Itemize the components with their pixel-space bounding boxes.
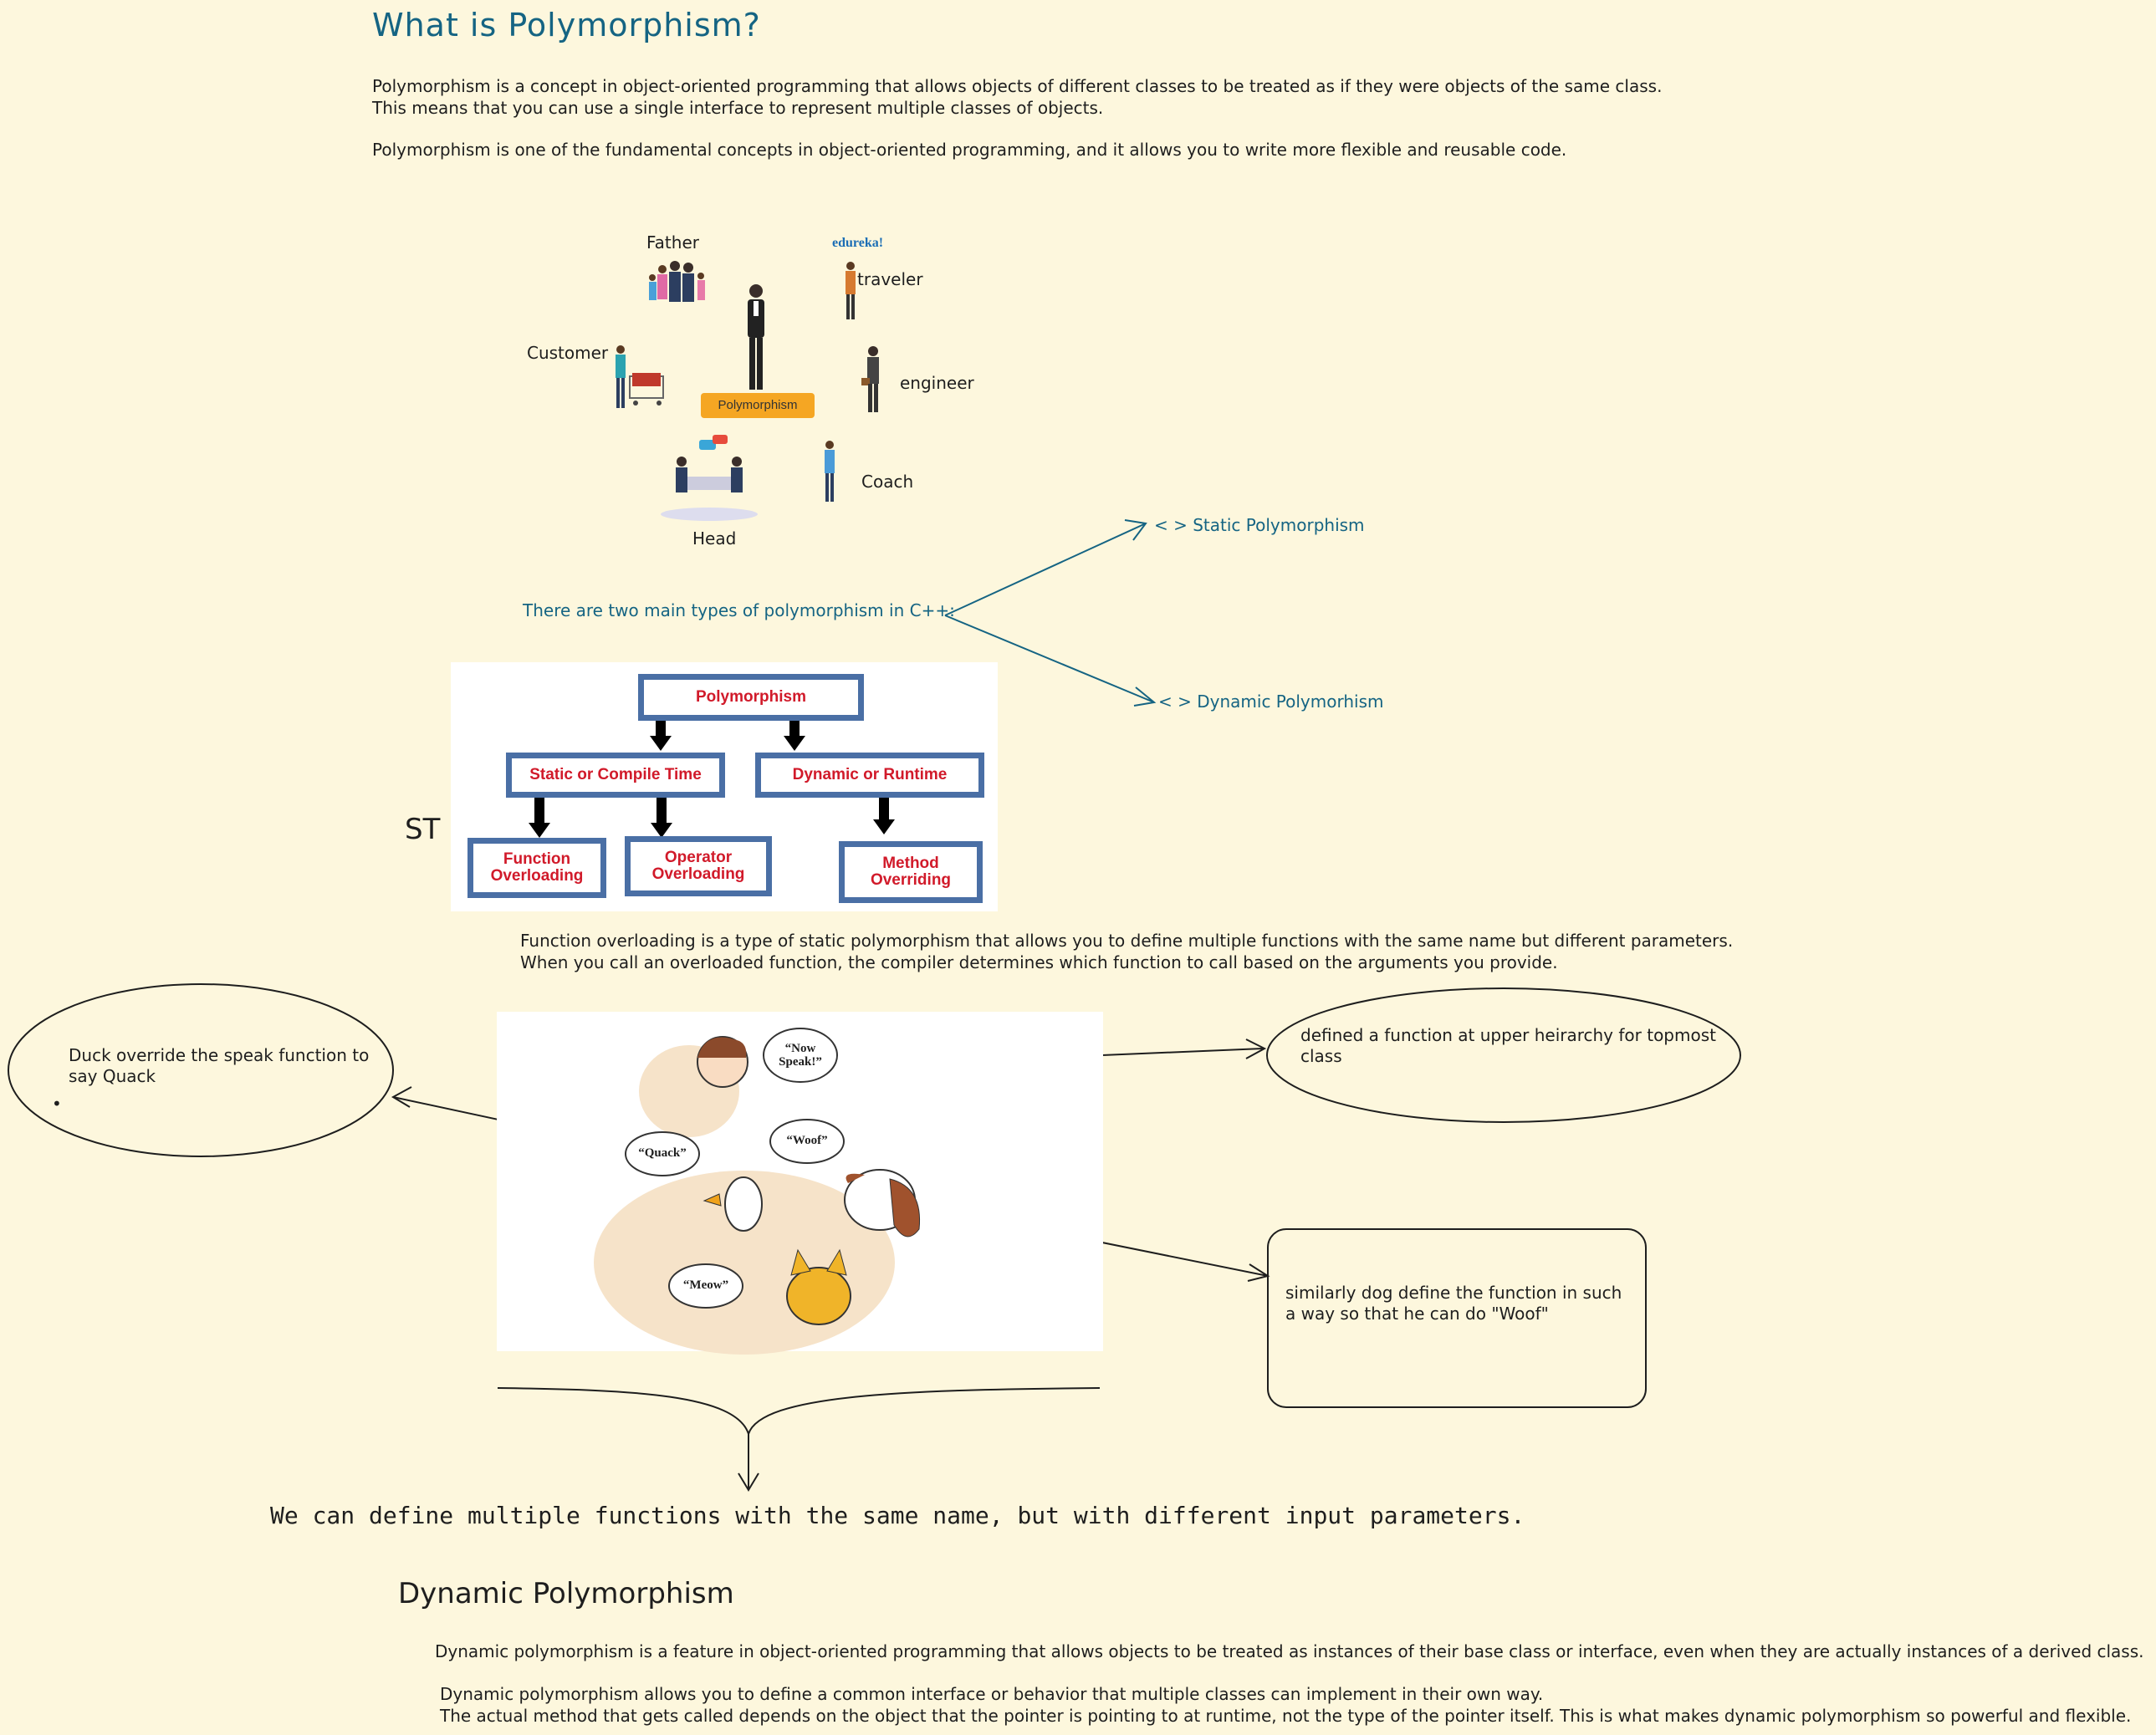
- function-overloading-line1: Function overloading is a type of static…: [520, 931, 1734, 951]
- arrow-to-static: [944, 523, 1147, 616]
- types-intro: There are two main types of polymorphism…: [523, 600, 955, 620]
- role-head-label: Head: [692, 528, 737, 549]
- arrowhead-duck-note: [391, 1086, 412, 1108]
- animals-figure: “Now Speak!” “Quack” “Woof” “Meow”: [497, 1012, 1103, 1355]
- arrowhead-summary: [738, 1472, 759, 1492]
- function-overloading-line2: When you call an overloaded function, th…: [520, 952, 1558, 972]
- brace-under-figure: [497, 1387, 1101, 1437]
- overloading-summary: We can define multiple functions with th…: [270, 1502, 1525, 1529]
- intro-p1-line2: This means that you can use a single int…: [372, 98, 1104, 118]
- role-traveler-label: traveler: [857, 269, 923, 289]
- duck-note: Duck override the speak function to say …: [69, 1045, 370, 1086]
- intro-paragraph-1: Polymorphism is a concept in object-orie…: [372, 75, 1662, 119]
- people-illustrations: [616, 261, 879, 521]
- static-heading-partial: ST: [405, 813, 441, 846]
- cat-icon: [786, 1248, 851, 1325]
- speech-meow: “Meow”: [682, 1278, 729, 1292]
- dynamic-type-label: < > Dynamic Polymorhism: [1158, 691, 1384, 712]
- flow-function-overloading-box: Function Overloading: [467, 838, 606, 898]
- dog-note: similarly dog define the function in suc…: [1285, 1283, 1622, 1324]
- polymorphism-badge: Polymorphism: [701, 393, 815, 418]
- top-note: defined a function at upper heirarchy fo…: [1300, 1025, 1716, 1066]
- role-father-label: Father: [646, 232, 699, 253]
- customer-icon: [616, 345, 664, 408]
- page-title: What is Polymorphism?: [372, 7, 761, 43]
- flow-static-box: Static or Compile Time: [506, 753, 725, 798]
- engineer-icon: [861, 346, 879, 412]
- dynamic-p2-line2: The actual method that gets called depen…: [440, 1706, 2132, 1726]
- role-engineer-label: engineer: [900, 373, 974, 393]
- roles-figure: edureka! Father traveler Customer engine…: [519, 226, 987, 560]
- polymorphism-flowchart: Polymorphism Static or Compile Time Dyna…: [451, 662, 998, 911]
- speech-now-speak: “Now Speak!”: [779, 1042, 822, 1069]
- coach-icon: [825, 441, 835, 502]
- dynamic-p2-line1: Dynamic polymorphism allows you to defin…: [440, 1684, 1544, 1704]
- intro-p1-line1: Polymorphism is a concept in object-orie…: [372, 76, 1663, 96]
- center-man-icon: [748, 284, 764, 390]
- duck-icon: [702, 1176, 763, 1232]
- role-customer-label: Customer: [527, 343, 609, 363]
- bubble-quack: [625, 1131, 700, 1176]
- bubble-now-speak: [763, 1028, 838, 1083]
- meeting-icon: [661, 435, 758, 521]
- family-icon: [649, 261, 705, 302]
- dynamic-paragraph-2: Dynamic polymorphism allows you to defin…: [440, 1683, 2131, 1727]
- flowchart-arrows: [529, 719, 895, 838]
- brand-logo: edureka!: [832, 236, 884, 250]
- bubble-woof: [769, 1119, 845, 1164]
- dog-icon: [844, 1169, 921, 1237]
- function-overloading-paragraph: Function overloading is a type of static…: [520, 930, 1733, 973]
- role-coach-label: Coach: [861, 472, 914, 492]
- arrow-to-dynamic: [944, 615, 1155, 703]
- static-type-label: < > Static Polymorphism: [1154, 515, 1365, 535]
- animals-illustration: [594, 1028, 921, 1355]
- dog-note-box: [1267, 1228, 1647, 1408]
- intro-paragraph-2: Polymorphism is one of the fundamental c…: [372, 140, 1567, 160]
- traveler-icon: [846, 262, 856, 319]
- arrowhead-static: [1124, 519, 1147, 541]
- arrowhead-dynamic: [1133, 686, 1157, 707]
- bubble-meow: [668, 1263, 743, 1309]
- speech-quack: “Quack”: [638, 1146, 687, 1160]
- dynamic-heading: Dynamic Polymorphism: [398, 1577, 734, 1610]
- flow-method-overriding-box: Method Overriding: [839, 841, 983, 903]
- duck-note-ellipse: [8, 983, 394, 1157]
- bullet-dot: •: [52, 1094, 62, 1114]
- arrowhead-top-note: [1245, 1038, 1267, 1059]
- flow-operator-overloading-box: Operator Overloading: [625, 836, 772, 896]
- top-note-ellipse: [1266, 987, 1741, 1123]
- person-head-icon: [697, 1036, 748, 1088]
- dynamic-paragraph-1: Dynamic polymorphism is a feature in obj…: [435, 1641, 2144, 1661]
- flow-dynamic-box: Dynamic or Runtime: [755, 753, 984, 798]
- flow-root-box: Polymorphism: [638, 674, 864, 721]
- speech-woof: “Woof”: [786, 1134, 828, 1147]
